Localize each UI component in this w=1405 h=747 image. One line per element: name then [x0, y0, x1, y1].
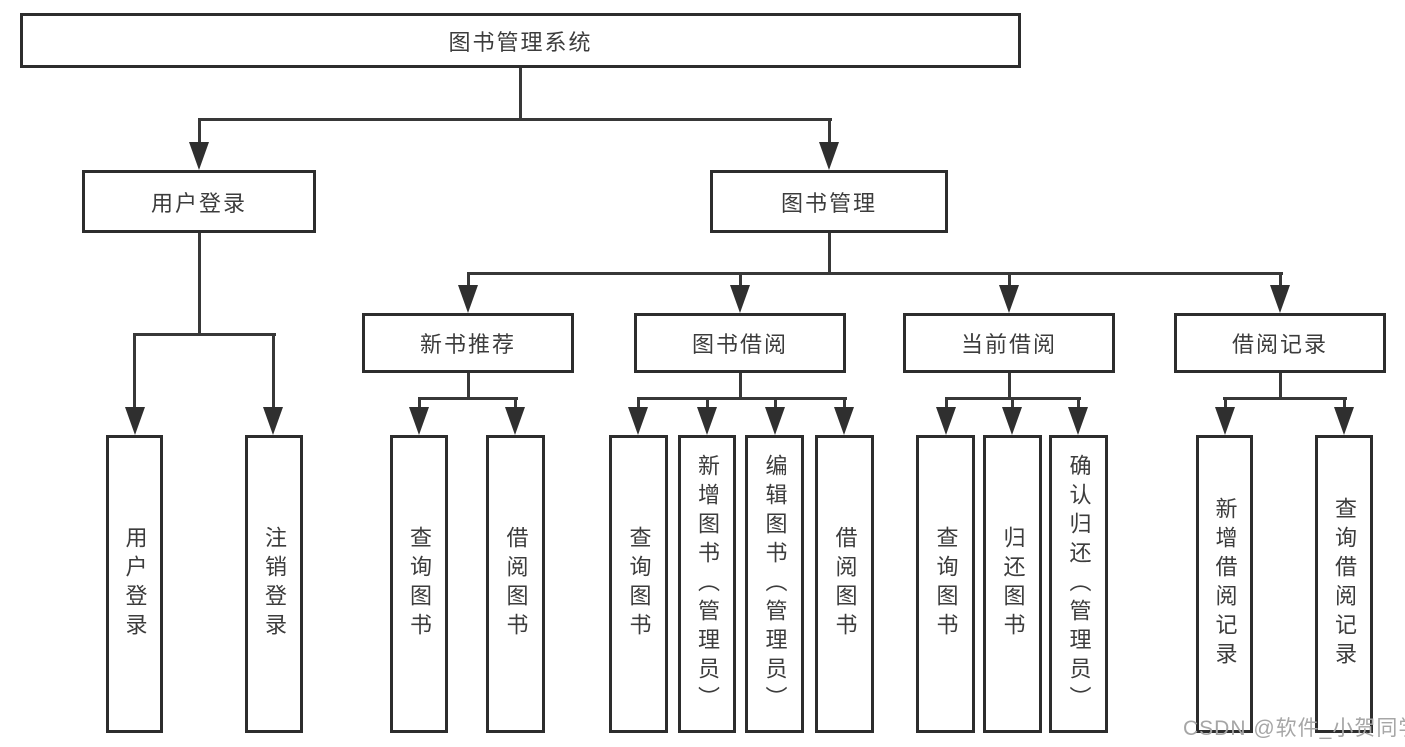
arrow-down-icon	[628, 407, 648, 435]
connector-borrowing-stem	[739, 371, 742, 400]
arrow-down-icon	[697, 407, 717, 435]
connector-recommend-hline	[418, 397, 518, 400]
connector-records-stem	[1279, 371, 1282, 400]
arrow-down-icon	[730, 285, 750, 313]
leaf-return-books: 归还图书	[983, 435, 1042, 733]
node-label: 查询借阅记录	[1332, 497, 1357, 671]
connector-user-hline	[133, 333, 276, 336]
connector-drop-records	[1279, 272, 1282, 287]
node-label: 查询图书	[626, 526, 652, 642]
arrow-down-icon	[189, 142, 209, 170]
node-book-management: 图书管理	[710, 170, 948, 233]
connector-mgmt-stem	[828, 231, 831, 275]
leaf-add-book-admin: 新增图书（管理员）	[678, 435, 736, 733]
connector-drop-current	[1008, 272, 1011, 287]
node-label: 用户登录	[150, 190, 247, 216]
arrow-down-icon	[505, 407, 525, 435]
arrow-down-icon	[1068, 407, 1088, 435]
arrow-down-icon	[819, 142, 839, 170]
leaf-add-borrow-record: 新增借阅记录	[1196, 435, 1253, 733]
arrow-down-icon	[125, 407, 145, 435]
node-label: 图书管理系统	[448, 29, 593, 55]
arrow-down-icon	[1270, 285, 1290, 313]
node-borrowing-records: 借阅记录	[1174, 313, 1386, 373]
arrow-down-icon	[936, 407, 956, 435]
node-label: 注销登录	[262, 526, 287, 642]
connector-borrowing-hline	[637, 397, 847, 400]
arrow-down-icon	[1002, 407, 1022, 435]
connector-recommend-stem	[467, 371, 470, 400]
leaf-borrow-books-borrowing: 借阅图书	[815, 435, 874, 733]
connector-drop-leaf-logout	[272, 333, 275, 409]
watermark-text: CSDN @软件_小贺同学	[1183, 717, 1405, 740]
leaf-query-borrow-record: 查询借阅记录	[1315, 435, 1373, 733]
connector-leaf-drop	[514, 397, 517, 409]
connector-leaf-drop	[1011, 397, 1014, 409]
node-label: 新书推荐	[419, 332, 516, 357]
leaf-query-books-borrowing: 查询图书	[609, 435, 668, 733]
node-user-login: 用户登录	[82, 170, 316, 233]
connector-current-stem	[1008, 371, 1011, 400]
connector-leaf-drop	[774, 397, 777, 409]
node-book-borrowing: 图书借阅	[634, 313, 846, 373]
connector-user-stem	[198, 231, 201, 335]
node-label: 借阅图书	[503, 526, 529, 642]
node-label: 查询图书	[407, 526, 432, 642]
connector-leaf-drop	[1224, 397, 1227, 409]
leaf-query-books-current: 查询图书	[916, 435, 975, 733]
connector-leaf-drop	[637, 397, 640, 409]
arrow-down-icon	[263, 407, 283, 435]
arrow-down-icon	[765, 407, 785, 435]
connector-drop-recommend	[467, 272, 470, 287]
arrow-down-icon	[458, 285, 478, 313]
leaf-edit-book-admin: 编辑图书（管理员）	[745, 435, 804, 733]
connector-leaf-drop	[418, 397, 421, 409]
leaf-confirm-return-admin: 确认归还（管理员）	[1049, 435, 1108, 733]
arrow-down-icon	[999, 285, 1019, 313]
node-label: 新增借阅记录	[1212, 497, 1238, 671]
node-label: 图书管理	[780, 190, 877, 216]
node-label: 借阅图书	[832, 526, 858, 642]
node-label: 新增图书（管理员）	[695, 453, 720, 715]
node-label: 归还图书	[1000, 526, 1026, 642]
connector-drop-user-login	[198, 118, 201, 144]
node-label: 借阅记录	[1231, 332, 1328, 357]
leaf-user-login: 用户登录	[106, 435, 163, 733]
node-label: 用户登录	[122, 526, 148, 642]
node-label: 当前借阅	[960, 332, 1057, 357]
leaf-borrow-books-recommend: 借阅图书	[486, 435, 545, 733]
node-library-management-system: 图书管理系统	[20, 13, 1021, 68]
node-label: 编辑图书（管理员）	[762, 453, 788, 715]
arrow-down-icon	[834, 407, 854, 435]
connector-level3-hline	[467, 272, 1283, 275]
arrow-down-icon	[409, 407, 429, 435]
node-label: 图书借阅	[691, 332, 788, 357]
node-label: 确认归还（管理员）	[1066, 453, 1092, 715]
connector-leaf-drop	[945, 397, 948, 409]
connector-leaf-drop	[1077, 397, 1080, 409]
connector-records-hline	[1223, 397, 1347, 400]
arrow-down-icon	[1334, 407, 1354, 435]
connector-leaf-drop	[706, 397, 709, 409]
connector-drop-borrowing	[739, 272, 742, 287]
node-label: 查询图书	[933, 526, 959, 642]
node-current-borrowing: 当前借阅	[903, 313, 1115, 373]
arrow-down-icon	[1215, 407, 1235, 435]
connector-drop-leaf-login	[133, 333, 136, 409]
connector-leaf-drop	[1343, 397, 1346, 409]
connector-root-stem	[519, 66, 522, 120]
connector-drop-book-mgmt	[828, 118, 831, 144]
node-new-book-recommendation: 新书推荐	[362, 313, 574, 373]
connector-leaf-drop	[843, 397, 846, 409]
leaf-logout: 注销登录	[245, 435, 303, 733]
connector-level1-hline	[198, 118, 832, 121]
leaf-query-books-recommend: 查询图书	[390, 435, 448, 733]
